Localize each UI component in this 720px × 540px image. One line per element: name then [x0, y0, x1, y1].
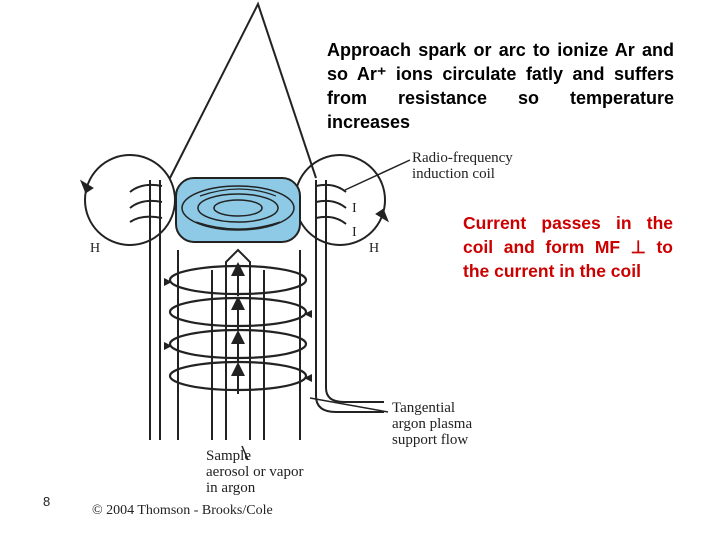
- rf-coil-label-line1: Radio-frequency: [412, 150, 513, 166]
- tangential-label-line3: support flow: [392, 432, 468, 448]
- current-i-bottom: I: [352, 225, 357, 240]
- rf-coil-label-line2: induction coil: [412, 166, 495, 182]
- sample-label-line3: in argon: [206, 480, 256, 496]
- field-h-right: H: [369, 241, 379, 256]
- flow-arrows: [164, 262, 312, 382]
- field-loop-left: [84, 154, 176, 246]
- sample-label-line1: Sample: [206, 448, 251, 464]
- tangential-label-line2: argon plasma: [392, 416, 472, 432]
- plasma-fireball: [175, 177, 301, 243]
- rf-coil-ends: [129, 183, 347, 225]
- field-cone: [169, 1, 317, 179]
- tangential-label-line1: Tangential: [392, 400, 455, 416]
- field-loop-right: [294, 154, 386, 246]
- ionization-note: Approach spark or arc to ionize Ar and s…: [327, 40, 674, 132]
- field-h-left: H: [90, 241, 100, 256]
- copyright: © 2004 Thomson - Brooks/Cole: [92, 503, 273, 518]
- sample-label-line2: aerosol or vapor: [206, 464, 303, 480]
- slide-number: 8: [43, 494, 51, 509]
- current-note: Current passes in the coil and form MF ⊥…: [463, 213, 673, 281]
- current-i-top: I: [352, 201, 357, 216]
